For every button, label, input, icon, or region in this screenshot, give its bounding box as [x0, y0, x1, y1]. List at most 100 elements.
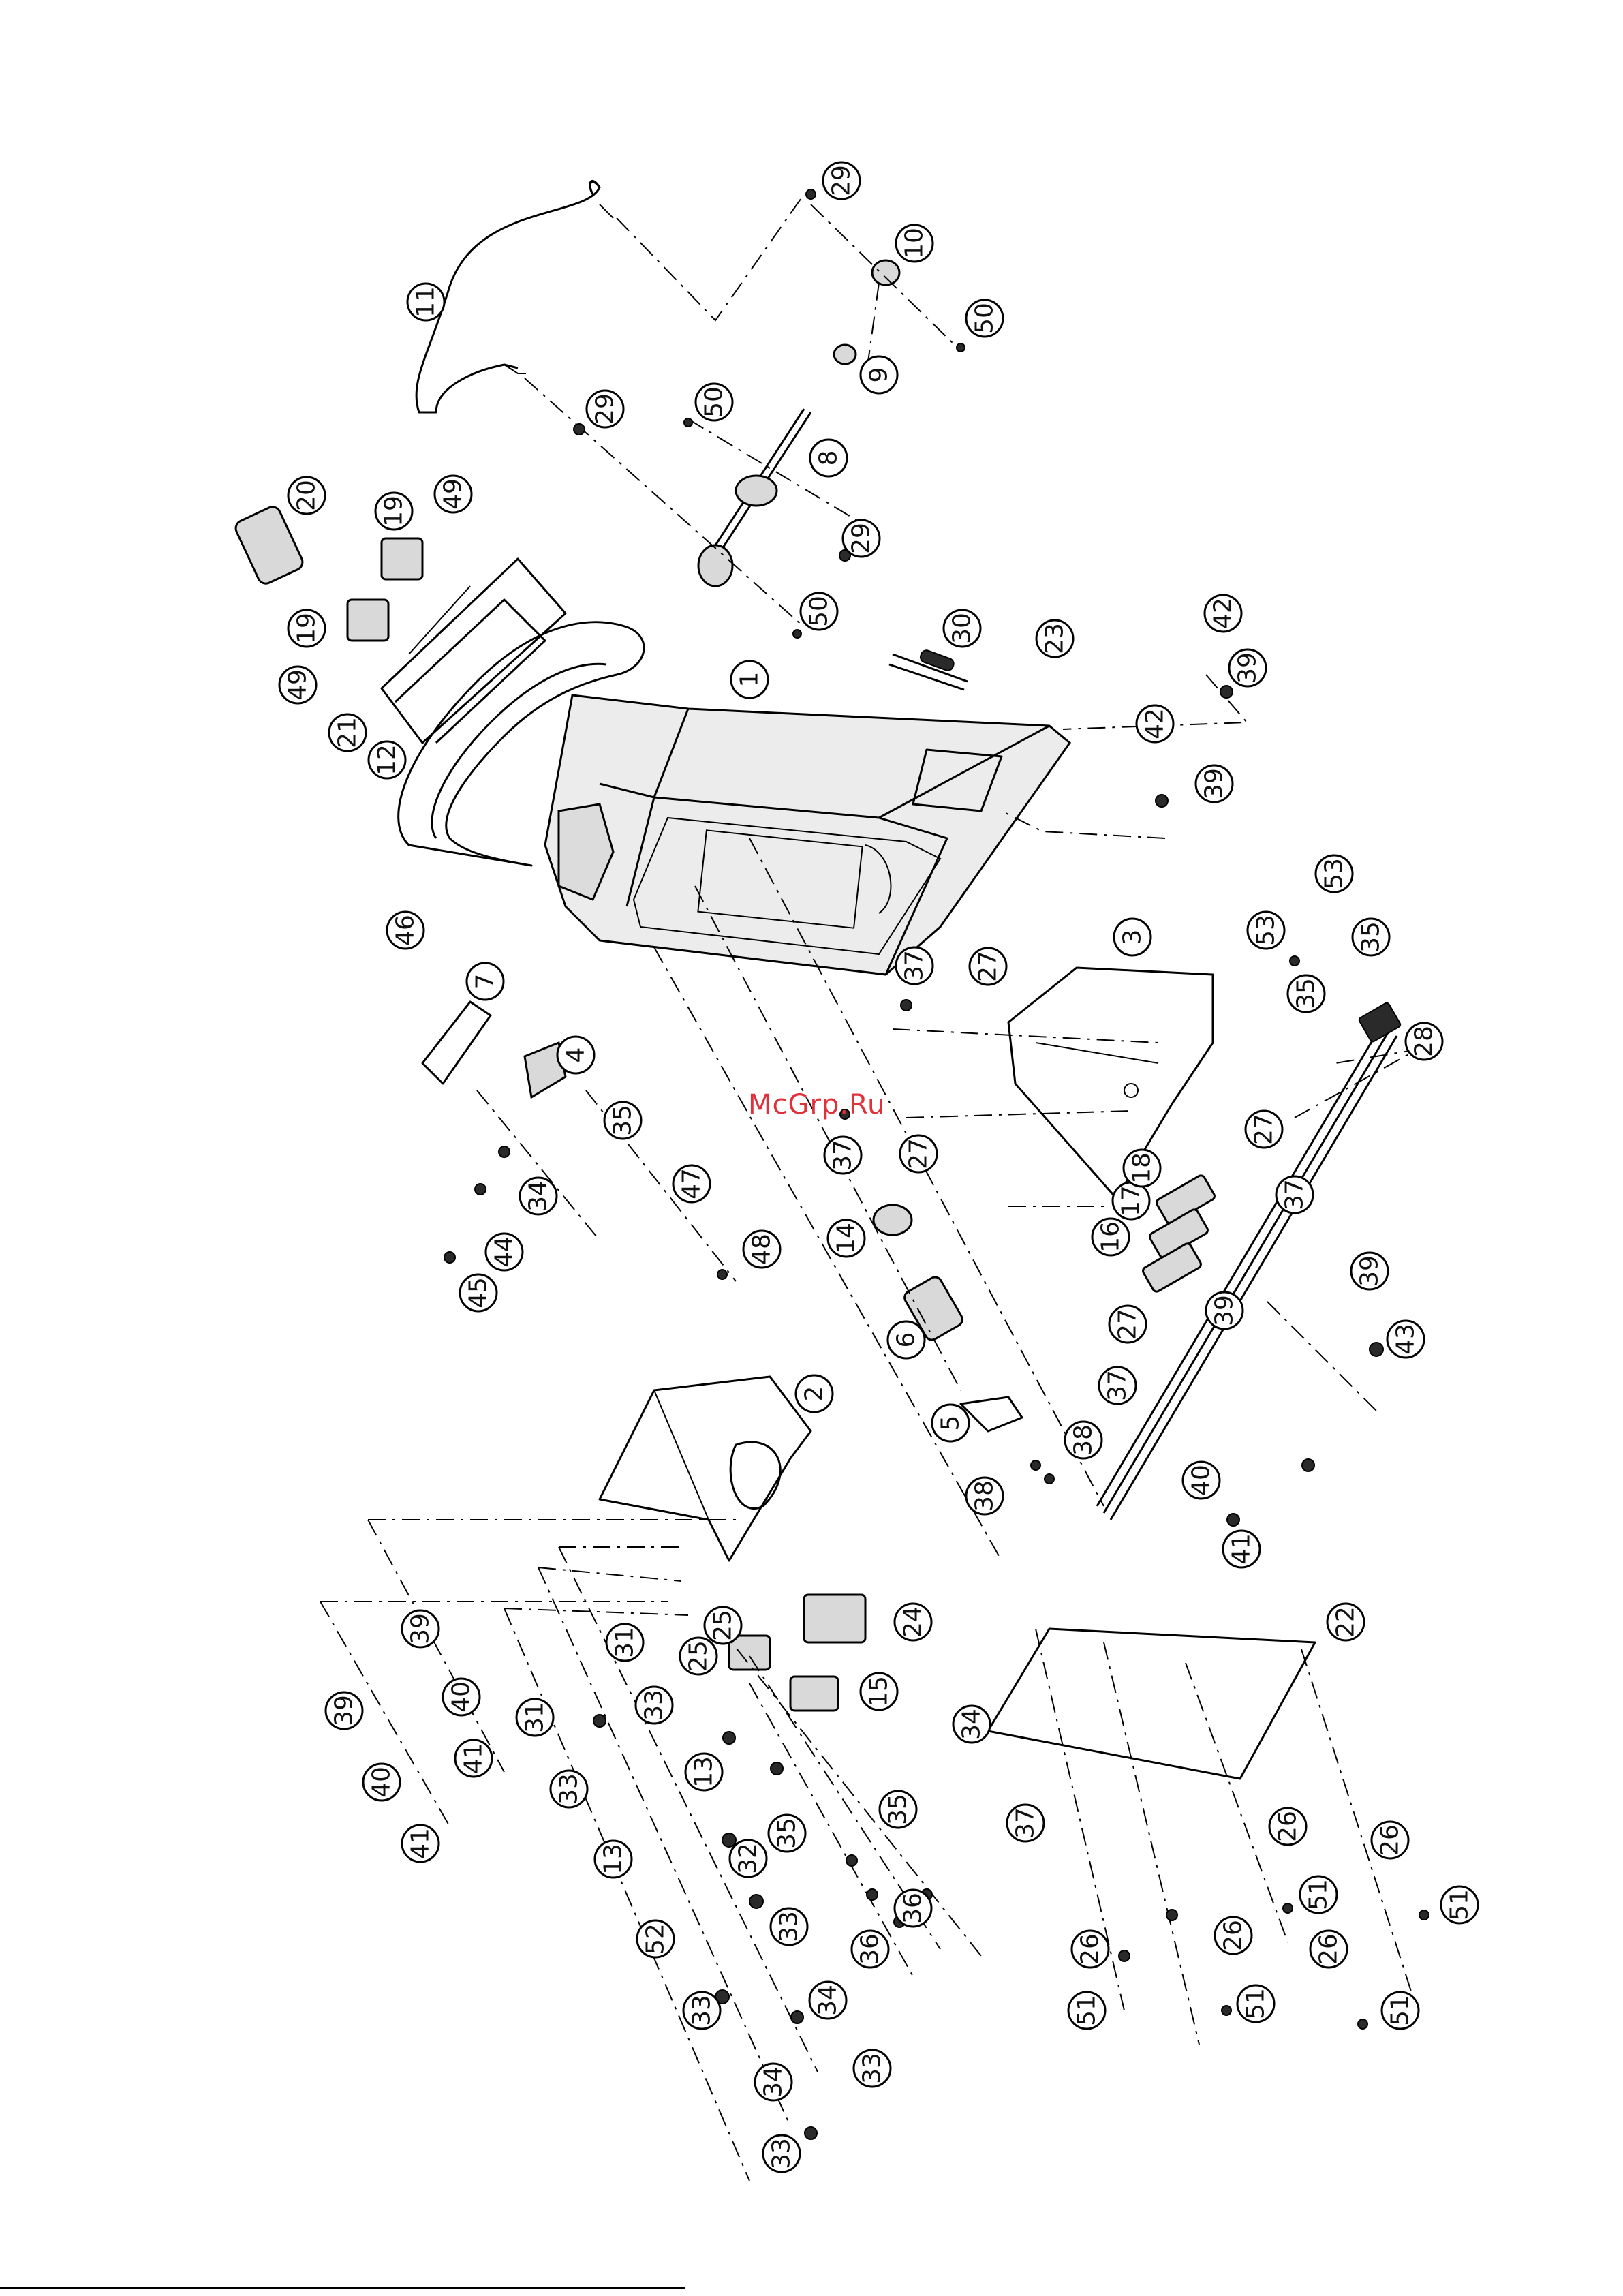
callout-number: 38 — [971, 1480, 999, 1512]
callout-number: 29 — [591, 393, 619, 425]
callout-39: 39 — [1205, 1291, 1244, 1330]
callout-circle — [684, 1752, 724, 1792]
callout-34: 34 — [808, 1980, 848, 2020]
callout-number: 37 — [901, 950, 929, 981]
callout-number: 27 — [905, 1138, 933, 1169]
callout-circle — [1380, 1991, 1420, 2030]
callout-50: 50 — [965, 299, 1004, 338]
callout-19: 19 — [374, 491, 414, 531]
callout-number: 29 — [828, 165, 856, 196]
callout-circle — [679, 1636, 718, 1676]
callout-33: 33 — [769, 1907, 809, 1946]
bracket-3 — [1007, 966, 1214, 1201]
callout-41: 41 — [401, 1824, 440, 1863]
callout-number: 26 — [1376, 1824, 1404, 1856]
callout-26: 26 — [1214, 1916, 1253, 1955]
callout-6: 6 — [886, 1320, 926, 1360]
callout-33: 33 — [852, 2049, 892, 2088]
callout-circle — [442, 1677, 481, 1717]
callout-33: 33 — [549, 1769, 589, 1809]
callout-number: 25 — [685, 1640, 713, 1672]
callout-25: 25 — [703, 1606, 743, 1645]
callout-number: 41 — [1228, 1533, 1256, 1565]
callout-number: 42 — [1141, 708, 1169, 739]
callout-circle — [1350, 1251, 1389, 1291]
callout-number: 42 — [1209, 598, 1237, 629]
callout-24: 24 — [893, 1602, 933, 1642]
callout-circle — [549, 1769, 589, 1809]
callout-circle — [401, 1824, 440, 1863]
callout-37: 37 — [1006, 1803, 1045, 1843]
callout-number: 30 — [948, 613, 976, 644]
callout-42: 42 — [1203, 594, 1243, 633]
callout-26: 26 — [1309, 1929, 1348, 1969]
callout-32: 32 — [728, 1839, 768, 1878]
cover-plate-22 — [987, 1627, 1316, 1780]
callout-circle — [1386, 1319, 1425, 1359]
callout-circle — [703, 1606, 743, 1645]
callout-number: 27 — [1250, 1114, 1278, 1145]
callout-circle — [754, 2062, 793, 2102]
callout-number: 32 — [735, 1843, 762, 1874]
wire-harness-28 — [1096, 1002, 1402, 1520]
callout-number: 37 — [1012, 1807, 1040, 1839]
callout-circle — [1194, 764, 1234, 803]
callout-number: 34 — [525, 1180, 553, 1212]
callout-51: 51 — [1440, 1885, 1479, 1925]
callout-number: 35 — [1293, 978, 1320, 1009]
callout-circle — [1122, 1148, 1162, 1188]
callout-number: 1 — [736, 672, 764, 688]
callout-circle — [942, 609, 982, 648]
callout-number: 29 — [848, 523, 876, 554]
callout-circle — [767, 1813, 807, 1853]
callout-circle — [1091, 1217, 1130, 1257]
callout-number: 9 — [865, 367, 893, 383]
callout-circle — [1309, 1929, 1348, 1969]
callout-20: 20 — [287, 476, 326, 515]
callout-circle — [841, 519, 881, 558]
callout-circle — [287, 609, 326, 648]
callout-circle — [465, 962, 505, 1001]
callout-40: 40 — [1181, 1460, 1221, 1500]
callout-circle — [1181, 1460, 1221, 1500]
callout-number: 26 — [1315, 1933, 1343, 1965]
callout-11: 11 — [406, 282, 446, 322]
callout-circle — [1370, 1820, 1410, 1860]
callout-27: 27 — [968, 947, 1008, 986]
fasteners — [444, 189, 1429, 2140]
callout-number: 51 — [1446, 1889, 1474, 1920]
callout-29: 29 — [585, 389, 625, 429]
callout-circle — [859, 355, 899, 395]
callout-48: 48 — [742, 1229, 782, 1269]
callout-14: 14 — [826, 1219, 866, 1258]
callout-13: 13 — [684, 1752, 724, 1792]
callout-37: 37 — [1098, 1366, 1137, 1405]
callout-circle — [762, 2134, 801, 2173]
callout-number: 12 — [373, 744, 401, 776]
callout-38: 38 — [1064, 1420, 1103, 1460]
callout-circle — [809, 438, 848, 478]
callout-circle — [1314, 854, 1354, 893]
callout-number: 3 — [1119, 930, 1147, 945]
callout-number: 33 — [859, 2053, 886, 2084]
callout-circle — [328, 713, 367, 752]
callout-25: 25 — [679, 1636, 718, 1676]
callout-number: 13 — [690, 1756, 718, 1788]
callout-33: 33 — [634, 1685, 674, 1725]
callout-circle — [1205, 1291, 1244, 1330]
callout-29: 29 — [822, 161, 861, 200]
callout-27: 27 — [1244, 1109, 1284, 1149]
callout-circle — [287, 476, 326, 515]
callout-52: 52 — [636, 1919, 675, 1959]
callout-number: 35 — [884, 1794, 912, 1825]
callout-number: 35 — [609, 1105, 637, 1136]
callout-circle — [742, 1229, 782, 1269]
callout-number: 2 — [801, 1386, 829, 1402]
callout-51: 51 — [1380, 1991, 1420, 2030]
callout-number: 52 — [642, 1923, 670, 1955]
callout-circle — [952, 1704, 991, 1744]
callout-circle — [878, 1790, 918, 1829]
callout-circle — [895, 946, 934, 985]
callout-41: 41 — [1222, 1529, 1261, 1569]
callout-number: 36 — [856, 1933, 884, 1965]
